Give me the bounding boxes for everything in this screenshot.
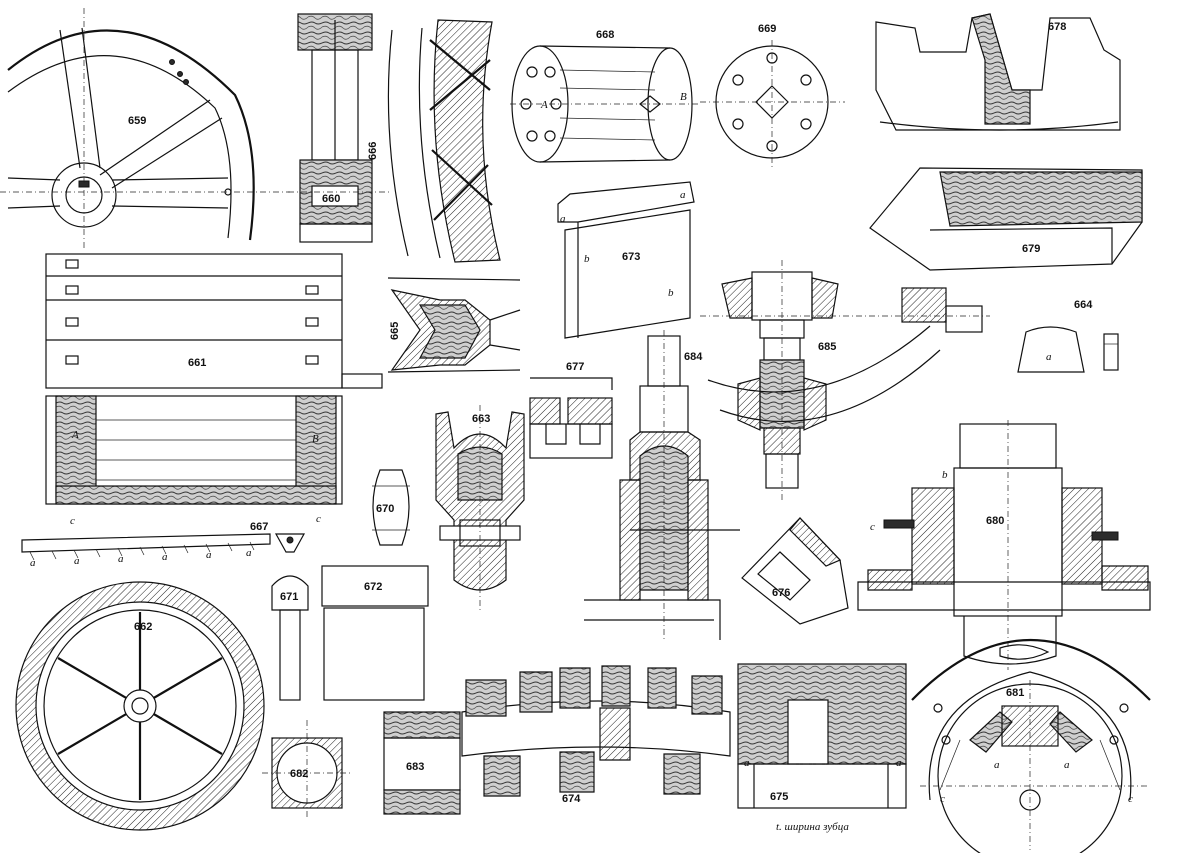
figure-666: 666 (367, 19, 501, 263)
figure-number-662: 662 (134, 621, 152, 633)
letter-a-675-left: a (744, 757, 750, 769)
figure-663: 663 (435, 405, 525, 610)
figure-number-683: 683 (406, 761, 424, 773)
letter-c-680: c (870, 521, 875, 533)
figure-662: 662 (15, 581, 265, 831)
letter-B-668: B (680, 91, 687, 103)
figure-677: 677 (529, 361, 613, 459)
figure-681: a a c c 681 (911, 638, 1151, 853)
figure-number-661: 661 (188, 357, 206, 369)
letter-c-681-right: c (1128, 793, 1133, 805)
figure-684: 684 (584, 330, 740, 640)
figure-669: 669 (700, 23, 845, 170)
figure-number-666: 666 (367, 142, 379, 160)
letter-a-667-2: a (74, 555, 80, 567)
figure-number-673: 673 (622, 251, 640, 263)
letter-a-667-5: a (206, 549, 212, 561)
figure-number-663: 663 (472, 413, 490, 425)
figure-number-677: 677 (566, 361, 584, 373)
letter-b-673-right: b (668, 287, 674, 299)
plate-caption: t. ширина зубца (776, 821, 849, 833)
figure-number-684: 684 (684, 351, 703, 363)
figure-number-685: 685 (818, 341, 836, 353)
letter-A-668: A (540, 99, 548, 111)
figure-number-659: 659 (128, 115, 146, 127)
figure-670: 670 (372, 469, 410, 546)
figure-671: 671 (271, 575, 309, 701)
figure-number-667: 667 (250, 521, 268, 533)
figure-685: 685 (700, 260, 990, 500)
figure-number-682: 682 (290, 768, 308, 780)
figure-672: 672 (321, 565, 429, 701)
figure-680: b c 680 (857, 420, 1151, 670)
figure-665: 665 (387, 277, 521, 373)
figure-number-679: 679 (1022, 243, 1040, 255)
letter-a-667-6: a (246, 547, 252, 559)
figure-number-664: 664 (1074, 299, 1093, 311)
figure-667: a a a a a a 667 (21, 521, 306, 569)
letter-c-661-left: c (70, 515, 75, 527)
figure-668: A B 668 (510, 29, 700, 163)
figure-number-660: 660 (322, 193, 340, 205)
letter-a-681-left: a (994, 759, 1000, 771)
letter-a-681-right: a (1064, 759, 1070, 771)
figure-679: 679 (869, 167, 1143, 271)
figure-659: 659 (0, 8, 290, 248)
figure-number-668: 668 (596, 29, 614, 41)
figure-number-665: 665 (389, 322, 401, 340)
figure-number-674: 674 (562, 793, 581, 805)
figure-number-671: 671 (280, 591, 298, 603)
letter-A-661: A (71, 429, 79, 441)
figure-676: 676 (741, 517, 849, 625)
figure-682: 682 (262, 720, 352, 820)
letter-a-673-right: a (680, 189, 686, 201)
letter-a-667-1: a (30, 557, 36, 569)
figure-number-678: 678 (1048, 21, 1066, 33)
letter-c-681-left: c (940, 793, 945, 805)
letter-a-667-4: a (162, 551, 168, 563)
figure-number-672: 672 (364, 581, 382, 593)
figure-number-676: 676 (772, 587, 790, 599)
figure-674: 674 (461, 665, 731, 805)
letter-b-680: b (942, 469, 948, 481)
figure-660: 660 (288, 13, 390, 243)
figure-675: a a 675 (737, 663, 907, 809)
figure-number-681: 681 (1006, 687, 1024, 699)
letter-a-667-3: a (118, 553, 124, 565)
figure-number-670: 670 (376, 503, 394, 515)
letter-a-675-right: a (896, 757, 902, 769)
figure-678: 678 (875, 13, 1121, 131)
letter-a-673-left: a (560, 213, 566, 225)
letter-a-664: a (1046, 351, 1052, 363)
figure-683: 683 (383, 711, 461, 815)
letter-B-661: B (312, 433, 319, 445)
figure-number-675: 675 (770, 791, 788, 803)
figure-661: 661 A B c c (45, 253, 383, 527)
letter-c-661-right: c (316, 513, 321, 525)
figure-number-680: 680 (986, 515, 1004, 527)
letter-b-673-left: b (584, 253, 590, 265)
figure-number-669: 669 (758, 23, 776, 35)
figure-673: a a b b 673 (557, 181, 695, 339)
figure-664: a 664 (1017, 299, 1119, 373)
